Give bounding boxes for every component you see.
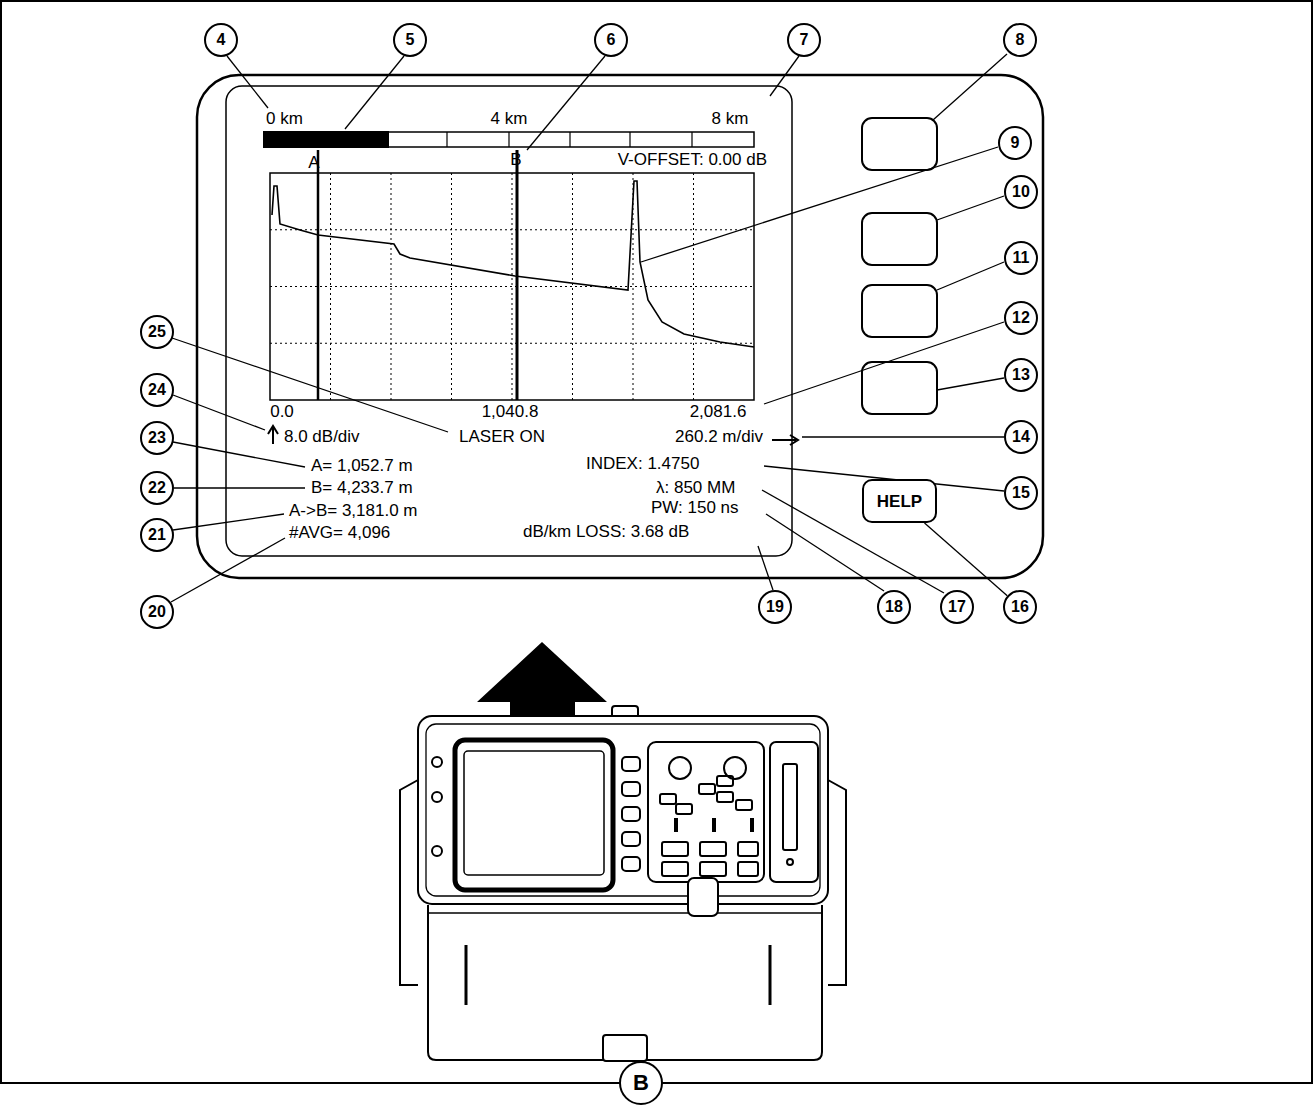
screen-outline [226, 86, 792, 556]
leader-lines [171, 54, 1007, 602]
display-housing [197, 75, 1043, 578]
callout-number: 7 [787, 23, 821, 57]
screen-readout: λ: 850 MM [655, 479, 736, 497]
screen-readout: 0.0 [269, 403, 295, 421]
callout-text: 19 [766, 599, 784, 615]
graph-frame [270, 173, 754, 400]
screen-readout: 2,081.6 [689, 403, 748, 421]
callout-text: 4 [217, 32, 226, 48]
callout-number: 19 [758, 590, 792, 624]
screen-readout: 4 km [490, 110, 529, 128]
callout-number: 9 [998, 126, 1032, 160]
screen-readout: INDEX: 1.4750 [585, 455, 700, 473]
callout-text: 9 [1011, 135, 1020, 151]
callout-text: 10 [1012, 184, 1030, 200]
callout-number: 15 [1004, 476, 1038, 510]
callout-number: 25 [140, 315, 174, 349]
callout-text: 7 [800, 32, 809, 48]
callout-number: 21 [140, 518, 174, 552]
screen-readout: dB/km LOSS: 3.68 dB [522, 523, 690, 541]
screen-readout: PW: 150 ns [650, 499, 740, 517]
callout-number: 18 [877, 590, 911, 624]
callout-text: 13 [1012, 367, 1030, 383]
screen-readout: 0 km [265, 110, 304, 128]
leader-line [925, 523, 1008, 596]
screen-readout: B [509, 151, 522, 169]
scale-bar [264, 132, 754, 147]
screen-readout: A->B= 3,181.0 m [288, 502, 419, 520]
up-arrow [268, 426, 278, 444]
callout-text: B [633, 1072, 649, 1094]
screen-readout: A [307, 154, 320, 172]
callout-text: 12 [1012, 310, 1030, 326]
scale-bar-fill [264, 132, 388, 147]
callout-number: 17 [940, 590, 974, 624]
callout-number: 4 [204, 23, 238, 57]
callout-text: 18 [885, 599, 903, 615]
soft-key [862, 285, 937, 337]
screen-readout: LASER ON [458, 428, 546, 446]
callout-text: 16 [1011, 599, 1029, 615]
screen-readout: A= 1,052.7 m [310, 457, 414, 475]
callout-number: 13 [1004, 358, 1038, 392]
cursor-b [516, 150, 519, 400]
callout-text: 22 [148, 480, 166, 496]
screen-readout: 260.2 m/div [674, 428, 764, 446]
callout-number: 5 [393, 23, 427, 57]
screen-readout: B= 4,233.7 m [310, 479, 414, 497]
callout-text: 14 [1012, 429, 1030, 445]
callout-number: 12 [1004, 301, 1038, 335]
button-text: HELP [877, 493, 922, 510]
soft-key [862, 213, 937, 265]
callout-number: 10 [1004, 175, 1038, 209]
callout-number: 16 [1003, 590, 1037, 624]
callout-number: 22 [140, 471, 174, 505]
cursor-a [317, 150, 320, 400]
callout-text: 11 [1013, 250, 1030, 266]
callout-number: 20 [140, 595, 174, 629]
device-illustration [400, 706, 846, 1061]
screen-readout: 8.0 dB/div [283, 428, 361, 446]
otdr-trace [272, 181, 754, 347]
callout-text: 6 [607, 32, 616, 48]
callout-text: 5 [406, 32, 415, 48]
callout-text: 24 [148, 382, 166, 398]
callout-text: 20 [148, 604, 166, 620]
screen-readout: V-OFFSET: 0.00 dB [617, 151, 768, 169]
callout-text: 23 [148, 430, 166, 446]
callout-text: 8 [1016, 32, 1025, 48]
callout-number: 8 [1003, 23, 1037, 57]
screen-readout: 1,040.8 [481, 403, 540, 421]
soft-key [862, 362, 937, 414]
figure-letter: B [619, 1061, 663, 1105]
screen-readout: #AVG= 4,096 [288, 524, 391, 542]
callout-number: 24 [140, 373, 174, 407]
callout-number: 14 [1004, 420, 1038, 454]
figure-frame [1, 1, 1312, 1083]
soft-key [862, 118, 937, 170]
callout-number: 23 [140, 421, 174, 455]
right-arrow [772, 435, 798, 445]
callout-text: 15 [1012, 485, 1030, 501]
callout-text: 17 [948, 599, 966, 615]
help-button: HELP [862, 479, 937, 523]
callout-text: 25 [148, 324, 166, 340]
screen-readout: 8 km [711, 110, 750, 128]
callout-text: 21 [148, 527, 166, 543]
callout-number: 11 [1004, 241, 1038, 275]
callout-number: 6 [594, 23, 628, 57]
graph-grid [270, 173, 754, 400]
